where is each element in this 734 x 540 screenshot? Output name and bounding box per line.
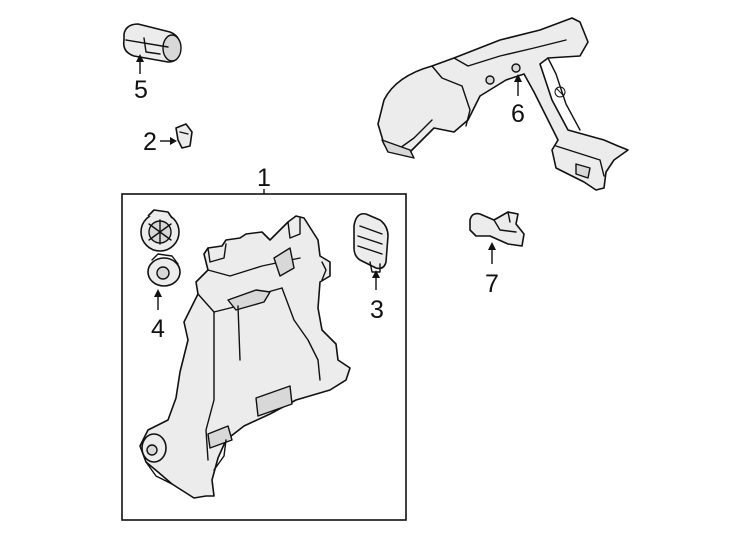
callout-5: 5 (134, 76, 148, 104)
part-5-clip (122, 23, 182, 74)
part-4-socket (140, 209, 181, 310)
callout-4: 4 (151, 315, 165, 343)
callout-6: 6 (511, 100, 525, 128)
callout-1: 1 (257, 164, 271, 192)
part-1-quarter-trim (139, 215, 351, 499)
part-2-clip (160, 123, 193, 149)
part-6-upper-trim (377, 17, 629, 191)
part-7-bracket (469, 211, 525, 264)
callout-7: 7 (485, 270, 499, 298)
callout-3: 3 (370, 296, 384, 324)
callout-2: 2 (143, 128, 157, 156)
part-3-cover (353, 212, 389, 290)
